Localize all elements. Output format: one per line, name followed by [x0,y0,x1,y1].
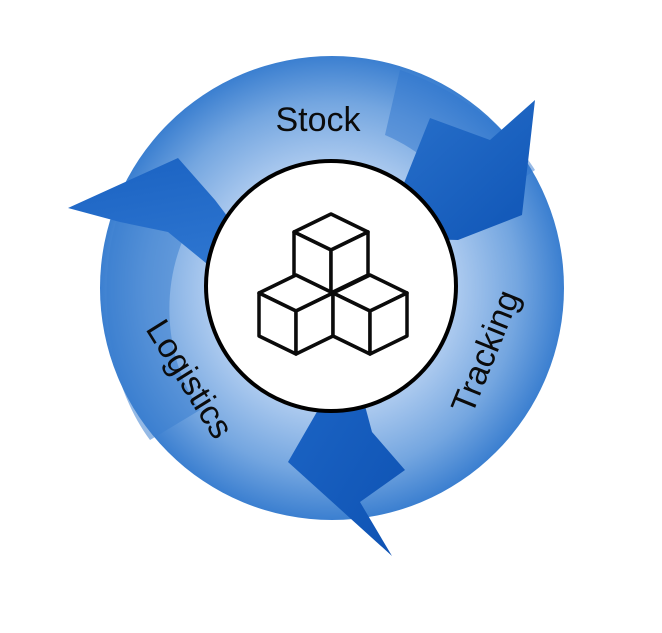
label-stock: Stock [275,101,361,139]
ring-shade-left [106,210,200,440]
arrow-bottom [288,357,405,556]
stacked-boxes-icon [257,212,409,356]
